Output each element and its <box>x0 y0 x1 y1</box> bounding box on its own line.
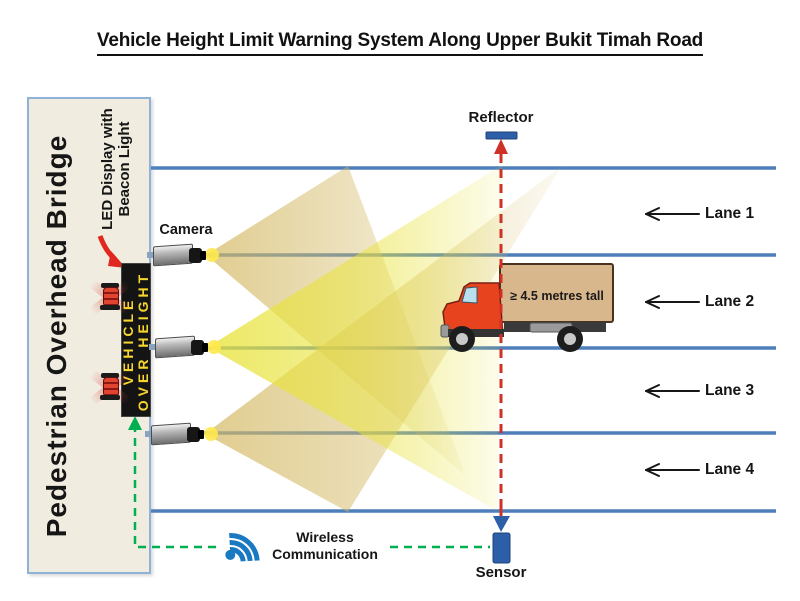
sensor-icon <box>492 532 511 564</box>
lane-arrow-icon <box>645 207 700 221</box>
camera-icon <box>149 334 211 361</box>
lane-label-3: Lane 3 <box>705 382 755 399</box>
truck-wheel-hub <box>564 333 576 345</box>
truck-wheel-hub <box>456 333 468 345</box>
camera-label: Camera <box>159 222 213 238</box>
measurement-beam <box>485 131 518 564</box>
beacon-light <box>89 279 131 316</box>
beam-up-arrowhead-icon <box>494 139 508 154</box>
camera-flash <box>207 340 221 354</box>
beacon-light <box>89 369 131 406</box>
truck: ≥ 4.5 metres tall <box>440 263 614 352</box>
title-row: Vehicle Height Limit Warning System Alon… <box>0 30 800 56</box>
camera-icon <box>147 242 209 269</box>
truck-cab <box>442 282 504 336</box>
camera-flash <box>205 248 219 262</box>
lane-arrow-icon <box>645 295 700 309</box>
vehicle-over-height-sign: VEHICLE OVER HEIGHT <box>120 263 151 417</box>
truck-height-label: ≥ 4.5 metres tall <box>510 289 604 303</box>
sensor-label: Sensor <box>475 564 527 581</box>
beam-down-arrowhead-icon <box>493 516 510 532</box>
page-title: Vehicle Height Limit Warning System Alon… <box>96 30 703 56</box>
camera-icon <box>145 421 207 448</box>
camera-cone <box>208 165 502 511</box>
reflector-label: Reflector <box>468 109 534 126</box>
truck-windshield <box>461 286 478 304</box>
comm-link-line <box>128 416 490 549</box>
wireless-label: Wireless Communication <box>254 529 396 563</box>
lane-label-4: Lane 4 <box>705 461 755 478</box>
lane-arrow-icon <box>645 463 700 477</box>
truck-underbody <box>448 329 504 337</box>
lane-label-2: Lane 2 <box>705 293 755 310</box>
lane-arrow-icon <box>645 384 700 398</box>
wireless-label-line2: Communication <box>272 546 378 562</box>
camera-cones <box>204 165 562 512</box>
reflector-bar <box>485 131 518 140</box>
lane-label-1: Lane 1 <box>705 205 755 222</box>
truck-bumper <box>440 324 450 338</box>
green-arrowhead-icon <box>128 416 142 430</box>
lane-arrows <box>645 207 700 477</box>
sign-line2: OVER HEIGHT <box>135 270 151 412</box>
wireless-label-line1: Wireless <box>296 529 354 545</box>
camera-flash <box>204 427 218 441</box>
